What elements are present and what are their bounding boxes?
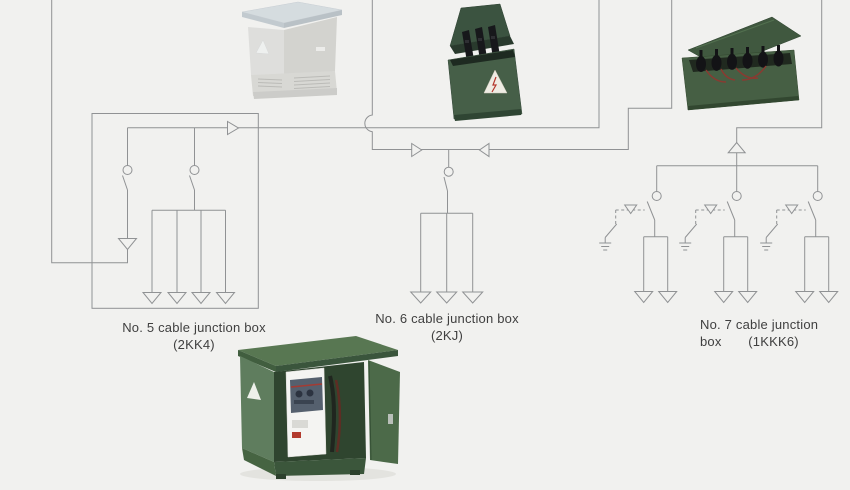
box7-label-line1: No. 7 cable junction [700, 317, 819, 332]
warning-triangle-icon [255, 39, 270, 55]
earthing-switch [679, 204, 725, 251]
cable-terminal-arrow [461, 291, 484, 304]
flow-arrow-right [411, 142, 423, 158]
box7-label-line2: box (1KKK6) [700, 334, 799, 349]
cable-terminal-arrow [818, 291, 839, 304]
cable-terminal-arrow [141, 292, 163, 305]
box5-schematic [91, 0, 600, 309]
switchgear-panel [290, 377, 323, 413]
box6-label: No. 6 cable junction box (2KJ) [367, 311, 527, 344]
bus-line-top [127, 0, 600, 129]
cable-terminal-arrow [737, 291, 758, 304]
earthing-switch [599, 204, 645, 251]
box6-label-line2: (2KJ) [430, 328, 464, 343]
gray-cabinet-photo [241, 1, 343, 99]
box5-label-line1: No. 5 cable junction box [122, 320, 266, 335]
green-cabinet-open-door-photo [238, 336, 400, 481]
feeder-line-left [51, 0, 128, 264]
green-box-open-lid-photo [447, 3, 523, 121]
earthing-switch [760, 204, 806, 251]
feeder-line-box7 [727, 0, 823, 166]
cabinet-door [368, 360, 400, 464]
warning-triangle-icon [247, 382, 261, 400]
box7-label: No. 7 cable junction box (1KKK6) [700, 317, 830, 350]
box5-label: No. 5 cable junction box (2KK4) [114, 320, 274, 353]
warning-triangle-icon [483, 69, 508, 94]
cable-terminal-arrow [435, 291, 458, 304]
cable-terminal-arrow [117, 238, 138, 251]
cable-terminal-arrow [633, 291, 654, 304]
green-branch-box-photo [681, 16, 802, 111]
flow-arrow-right [227, 120, 240, 136]
cable-terminal-arrow [190, 292, 212, 305]
cable-terminal-arrow [409, 291, 432, 304]
box6-schematic [409, 149, 484, 304]
feeder-line-box6 [364, 0, 673, 158]
cable-terminal-arrow [215, 292, 236, 305]
flow-arrow-left [478, 142, 490, 158]
cable-terminal-arrow [166, 292, 188, 305]
cable-terminal-arrow [794, 291, 815, 304]
box7-schematic [599, 165, 839, 304]
cable-terminal-arrow [713, 291, 734, 304]
box5-label-line2: (2KK4) [173, 337, 215, 352]
box6-label-line1: No. 6 cable junction box [375, 311, 519, 326]
cable-terminal-arrow [657, 291, 678, 304]
flow-arrow-up [727, 141, 747, 154]
